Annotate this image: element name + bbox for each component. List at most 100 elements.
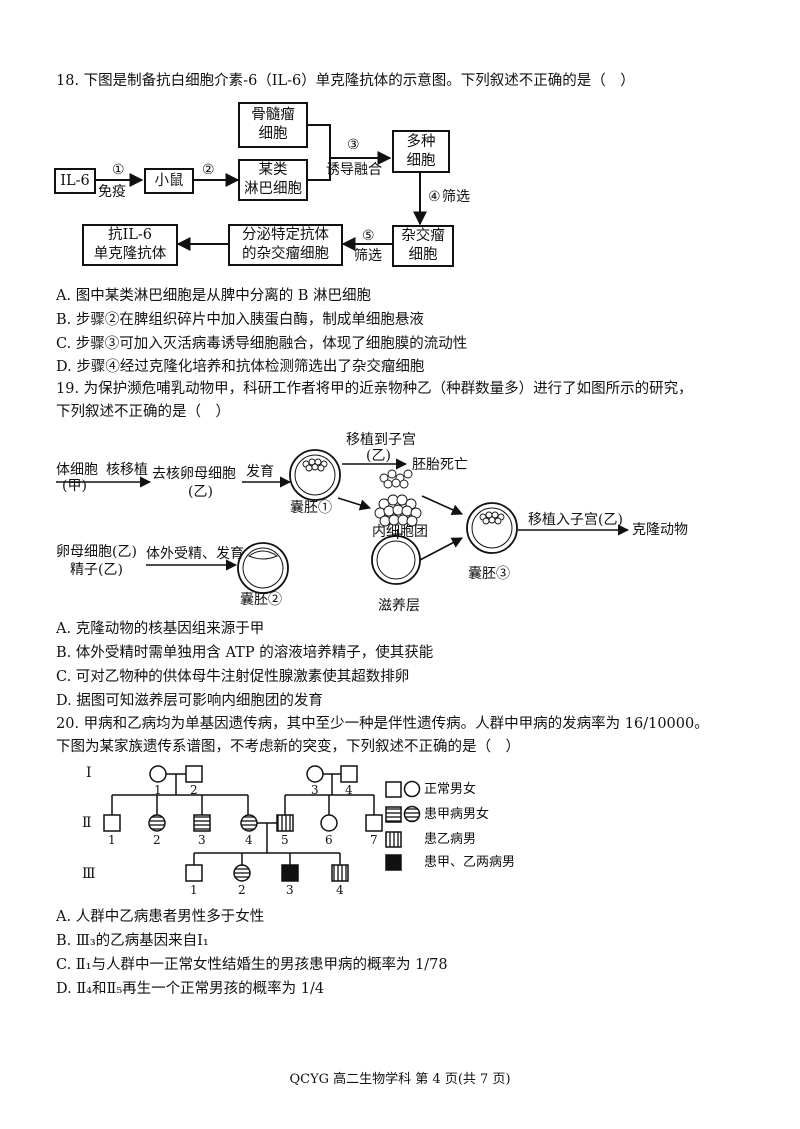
q18-option-d: D. 步骤④经过克隆化培养和抗体检测筛选出了杂交瘤细胞 [56,359,425,375]
inner-cell-mass-label: 内细胞团 [372,524,428,540]
mab-line1: 抗IL-6 [108,227,152,243]
III4-number: 4 [336,883,344,897]
I2-number: 2 [190,783,198,797]
generation-I: Ⅰ [86,765,92,781]
multi-cell-box: 多种 细胞 [392,130,450,173]
mouse-box: 小鼠 [144,168,194,194]
III1-male-normal-icon [185,864,203,882]
step5-text: 筛选 [354,248,382,264]
transplant-uterus-label: 移植到子宫 [346,432,416,448]
oocyte-label: 卵母细胞(乙) [56,544,137,560]
step2-num: ② [202,162,215,178]
dead-embryo-cells-icon [379,469,413,489]
blastocyst-1-icon [289,449,341,501]
II2-number: 2 [153,833,161,847]
enucleated-oocyte-label: 去核卵母细胞 [152,466,236,482]
q19-option-a: A. 克隆动物的核基因组来源于甲 [56,621,265,637]
q19-option-b: B. 体外受精时需单独用含 ATP 的溶液培养精子，使其获能 [56,645,434,661]
blastocyst-1-label: 囊胚① [290,500,332,516]
q20-option-a: A. 人群中乙病患者男性多于女性 [56,909,265,925]
embryo-death-label: 胚胎死亡 [412,457,468,473]
secrete-line1: 分泌特定抗体 [242,227,329,243]
II6-female-normal-icon [320,814,338,832]
III2-female-jia-icon [233,864,251,882]
myeloma-line2: 细胞 [258,126,288,142]
q20-stem-line2: 下图为某家族遗传系谱图，不考虑新的突变，下列叙述不正确的是（ ） [56,739,520,755]
II7-number: 7 [370,833,378,847]
I3-number: 3 [311,783,319,797]
I4-male-normal-icon [340,765,358,783]
transplant-species-label: (乙) [366,448,391,464]
q18-option-a: A. 图中某类淋巴细胞是从脾中分离的 B 淋巴细胞 [56,288,372,304]
mouse-label: 小鼠 [154,172,184,189]
q19-option-c: C. 可对乙物种的供体母牛注射促性腺激素使其超数排卵 [56,669,410,685]
II3-number: 3 [198,833,206,847]
II4-number: 4 [245,833,253,847]
I3-female-normal-icon [306,765,324,783]
transplant-uterus-yi-label: 移植入子宫(乙) [528,512,623,528]
legend-jia-male-icon [385,806,402,823]
hybrid-line2: 细胞 [408,247,438,263]
II7-male-normal-icon [365,814,383,832]
generation-III: Ⅲ [82,866,96,882]
q19-stem-line1: 19. 为保护濒危哺乳动物甲，科研工作者将甲的近亲物种乙（种群数量多）进行了如图… [56,381,693,397]
blastocyst-2-icon [237,542,289,594]
secrete-line2: 的杂交瘤细胞 [242,246,329,262]
multi-line2: 细胞 [406,152,436,169]
q18-stem: 18. 下图是制备抗白细胞介素-6（IL-6）单克隆抗体的示意图。下列叙述不正确… [56,73,635,89]
I4-number: 4 [345,783,353,797]
cloned-animal-label: 克隆动物 [632,522,688,538]
mab-line2: 单克隆抗体 [93,246,167,262]
legend-normal-female-icon [403,780,421,798]
legend-both-label: 患甲、乙两病男 [424,855,516,870]
blastocyst-3-icon [466,502,518,554]
step1-num: ① [112,162,125,178]
II6-number: 6 [325,833,333,847]
III3-male-both-icon [281,864,299,882]
sperm-label: 精子(乙) [70,562,123,578]
step4-num: ④ [428,189,441,205]
III4-male-yi-icon [331,864,349,882]
legend-normal-male-icon [385,781,402,798]
step3-num: ③ [347,137,360,153]
step1-text: 免疫 [98,184,126,200]
q18-arrows [96,124,427,251]
II4-female-jia-icon [240,814,258,832]
develop-label: 发育 [246,464,274,480]
secreting-hybridoma-box: 分泌特定抗体 的杂交瘤细胞 [228,224,343,266]
trophoblast-icon [371,535,421,585]
q20-option-d: D. Ⅱ₄和Ⅱ₅再生一个正常男孩的概率为 1/4 [56,981,325,997]
II2-female-jia-icon [148,814,166,832]
legend-normal-label: 正常男女 [424,782,477,797]
step3-text: 诱导融合 [326,162,382,178]
q20-stem-line1: 20. 甲病和乙病均为单基因遗传病，其中至少一种是伴性遗传病。人群中甲病的发病率… [56,716,709,732]
trophoblast-label: 滋养层 [378,598,420,614]
step4-text: 筛选 [442,189,470,205]
generation-II: Ⅱ [82,815,92,831]
legend-yi-label: 患乙病男 [424,832,477,847]
hybridoma-box: 杂交瘤 细胞 [392,225,454,267]
lymph-line1: 某类 [258,162,288,178]
nuclear-transfer-label: 核移植 [106,462,148,478]
blastocyst-2-label: 囊胚② [240,592,282,608]
q19-option-d: D. 据图可知滋养层可影响内细胞团的发育 [56,693,323,709]
q18-option-b: B. 步骤②在脾组织碎片中加入胰蛋白酶，制成单细胞悬液 [56,312,424,328]
monoclonal-antibody-box: 抗IL-6 单克隆抗体 [82,224,178,266]
plus-sign: + [391,524,405,543]
il6-label: IL-6 [60,172,90,189]
lymphocyte-box: 某类 淋巴细胞 [238,159,308,201]
pedigree-chart [103,765,421,882]
I2-male-normal-icon [185,765,203,783]
q18-option-c: C. 步骤③可加入灭活病毒诱导细胞融合，体现了细胞膜的流动性 [56,336,468,352]
somatic-cell-label: 体细胞 [56,462,98,478]
II5-male-yi-icon [276,814,294,832]
I1-female-normal-icon [149,765,167,783]
legend-yi-male-icon [385,831,402,848]
III1-number: 1 [190,883,198,897]
somatic-species-label: (甲) [62,478,87,494]
ivf-label: 体外受精、发育 [146,546,244,562]
hybrid-line1: 杂交瘤 [401,228,445,244]
III3-number: 3 [286,883,294,897]
II1-number: 1 [108,833,116,847]
page-footer: QCYG 高二生物学科 第 4 页(共 7 页) [289,1072,511,1087]
